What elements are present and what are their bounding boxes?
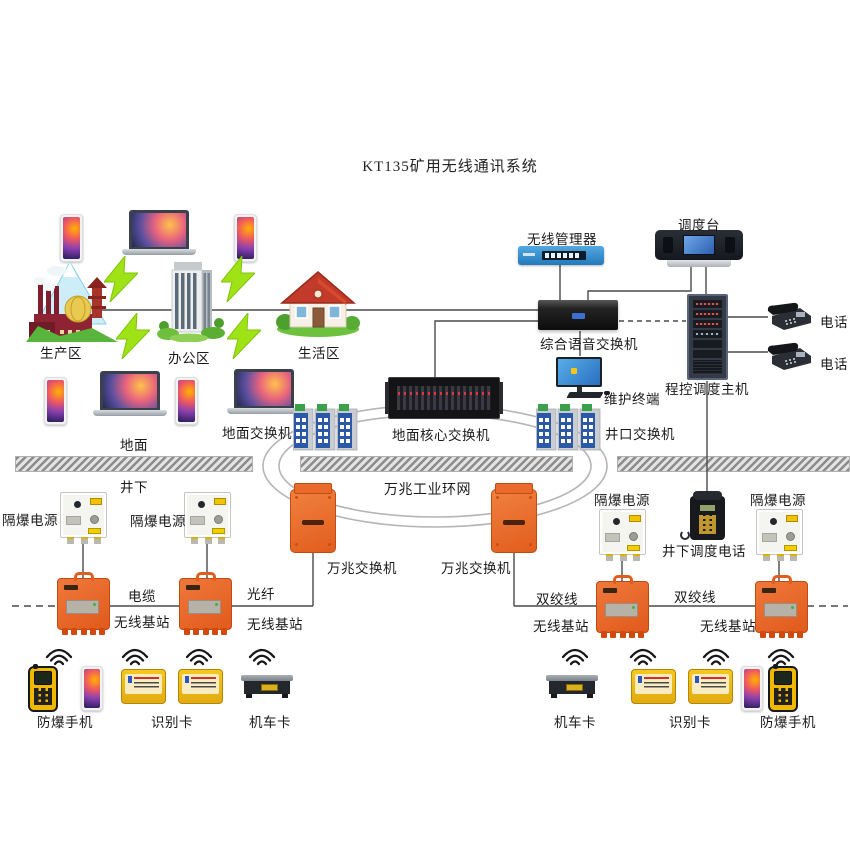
underground-label: 井下 [120, 480, 148, 495]
ground-switch-label: 地面交换机 [222, 426, 292, 441]
smartphone-icon [175, 377, 198, 425]
explosion-proof-phone-label: 防爆手机 [37, 715, 93, 730]
base-station-label: 无线基站 [114, 615, 170, 630]
smartphone-icon [44, 377, 67, 425]
wireless-manager-label: 无线管理器 [527, 232, 597, 247]
wifi-signal-icon [702, 648, 730, 666]
telephone-icon [766, 302, 812, 330]
fiber-link-label: 光纤 [247, 587, 275, 602]
base-station-label: 无线基站 [247, 617, 303, 632]
dispatch-console-label: 调度台 [678, 218, 720, 233]
smartphone-icon [81, 666, 103, 711]
ten-gig-switch-device [290, 483, 336, 553]
ground-label: 地面 [120, 438, 148, 453]
laptop-icon [227, 369, 301, 414]
wifi-signal-icon [561, 648, 589, 666]
wireless-signal-bolt-icon [221, 256, 255, 302]
smartphone-icon [741, 666, 763, 711]
wifi-signal-icon [767, 648, 795, 666]
identification-card-label: 识别卡 [151, 715, 193, 730]
wireless-manager-device [518, 246, 604, 265]
cable-link-label: 电缆 [128, 589, 156, 604]
diagram-title: KT135矿用无线通讯系统 [362, 159, 538, 175]
base-station-device [596, 575, 649, 638]
dispatch-host-rack [687, 294, 728, 380]
ten-gig-switch-label: 万兆交换机 [327, 561, 397, 576]
production-area-factory-icon [26, 260, 118, 342]
explosion-proof-phone-icon [768, 664, 798, 712]
core-switch-device [385, 377, 503, 419]
identification-card-label: 识别卡 [669, 715, 711, 730]
smartphone-icon [60, 214, 83, 262]
laptop-icon [93, 371, 167, 416]
power-supply-label: 隔爆电源 [750, 493, 806, 508]
wellhead-switch-label: 井口交换机 [605, 427, 675, 442]
living-area-label: 生活区 [298, 346, 340, 361]
locomotive-card-label: 机车卡 [249, 715, 291, 730]
base-station-label: 无线基站 [700, 619, 756, 634]
wellhead-switch-device [536, 404, 602, 452]
power-supply-device [599, 509, 646, 561]
production-area-label: 生产区 [40, 346, 82, 361]
office-area-label: 办公区 [168, 351, 210, 366]
identification-card-icon [631, 669, 676, 704]
locomotive-card-icon [546, 675, 598, 698]
voice-switch-device [538, 300, 618, 330]
maintenance-terminal-label: 维护终端 [604, 392, 660, 407]
twisted-pair-link-label: 双绞线 [674, 590, 716, 605]
maintenance-terminal-device [556, 357, 610, 398]
living-area-house-icon [276, 271, 360, 337]
voice-switch-label: 综合语音交换机 [540, 337, 638, 352]
ring-network-label: 万兆工业环网 [384, 483, 471, 498]
wifi-signal-icon [185, 648, 213, 666]
office-area-building-icon [157, 262, 225, 342]
ground-switch-device [293, 404, 359, 452]
power-supply-device [60, 492, 107, 544]
identification-card-icon [121, 669, 166, 704]
dispatch-host-label: 程控调度主机 [665, 382, 749, 397]
base-station-device [57, 572, 110, 635]
power-supply-label: 隔爆电源 [2, 513, 58, 528]
base-station-device [179, 572, 232, 635]
power-supply-device [184, 492, 231, 544]
wifi-signal-icon [248, 648, 276, 666]
explosion-proof-phone-label: 防爆手机 [760, 715, 816, 730]
telephone-label: 电话 [820, 357, 848, 372]
underground-dispatch-phone-device [680, 491, 725, 540]
twisted-pair-link-label: 双绞线 [536, 592, 578, 607]
telephone-label: 电话 [820, 315, 848, 330]
power-supply-label: 隔爆电源 [594, 493, 650, 508]
explosion-proof-phone-icon [28, 664, 58, 712]
smartphone-icon [234, 214, 257, 262]
ground-separator-bar-left [15, 456, 253, 472]
wifi-signal-icon [45, 648, 73, 666]
laptop-icon [122, 210, 196, 255]
power-supply-device [756, 509, 803, 561]
wireless-signal-bolt-icon [227, 313, 261, 359]
underground-dispatch-phone-label: 井下调度电话 [662, 544, 746, 559]
dispatch-console-device [655, 230, 743, 267]
base-station-device [755, 575, 808, 638]
wifi-signal-icon [121, 648, 149, 666]
wireless-signal-bolt-icon [104, 256, 138, 302]
wireless-signal-bolt-icon [116, 313, 150, 359]
locomotive-card-label: 机车卡 [554, 715, 596, 730]
wifi-signal-icon [629, 648, 657, 666]
ground-separator-bar-middle [300, 456, 573, 472]
ten-gig-switch-device [491, 483, 537, 553]
base-station-label: 无线基站 [533, 619, 589, 634]
telephone-icon [766, 342, 812, 370]
power-supply-label: 隔爆电源 [130, 514, 186, 529]
locomotive-card-icon [241, 675, 293, 698]
identification-card-icon [688, 669, 733, 704]
identification-card-icon [178, 669, 223, 704]
ten-gig-switch-label: 万兆交换机 [441, 561, 511, 576]
core-switch-label: 地面核心交换机 [392, 428, 490, 443]
